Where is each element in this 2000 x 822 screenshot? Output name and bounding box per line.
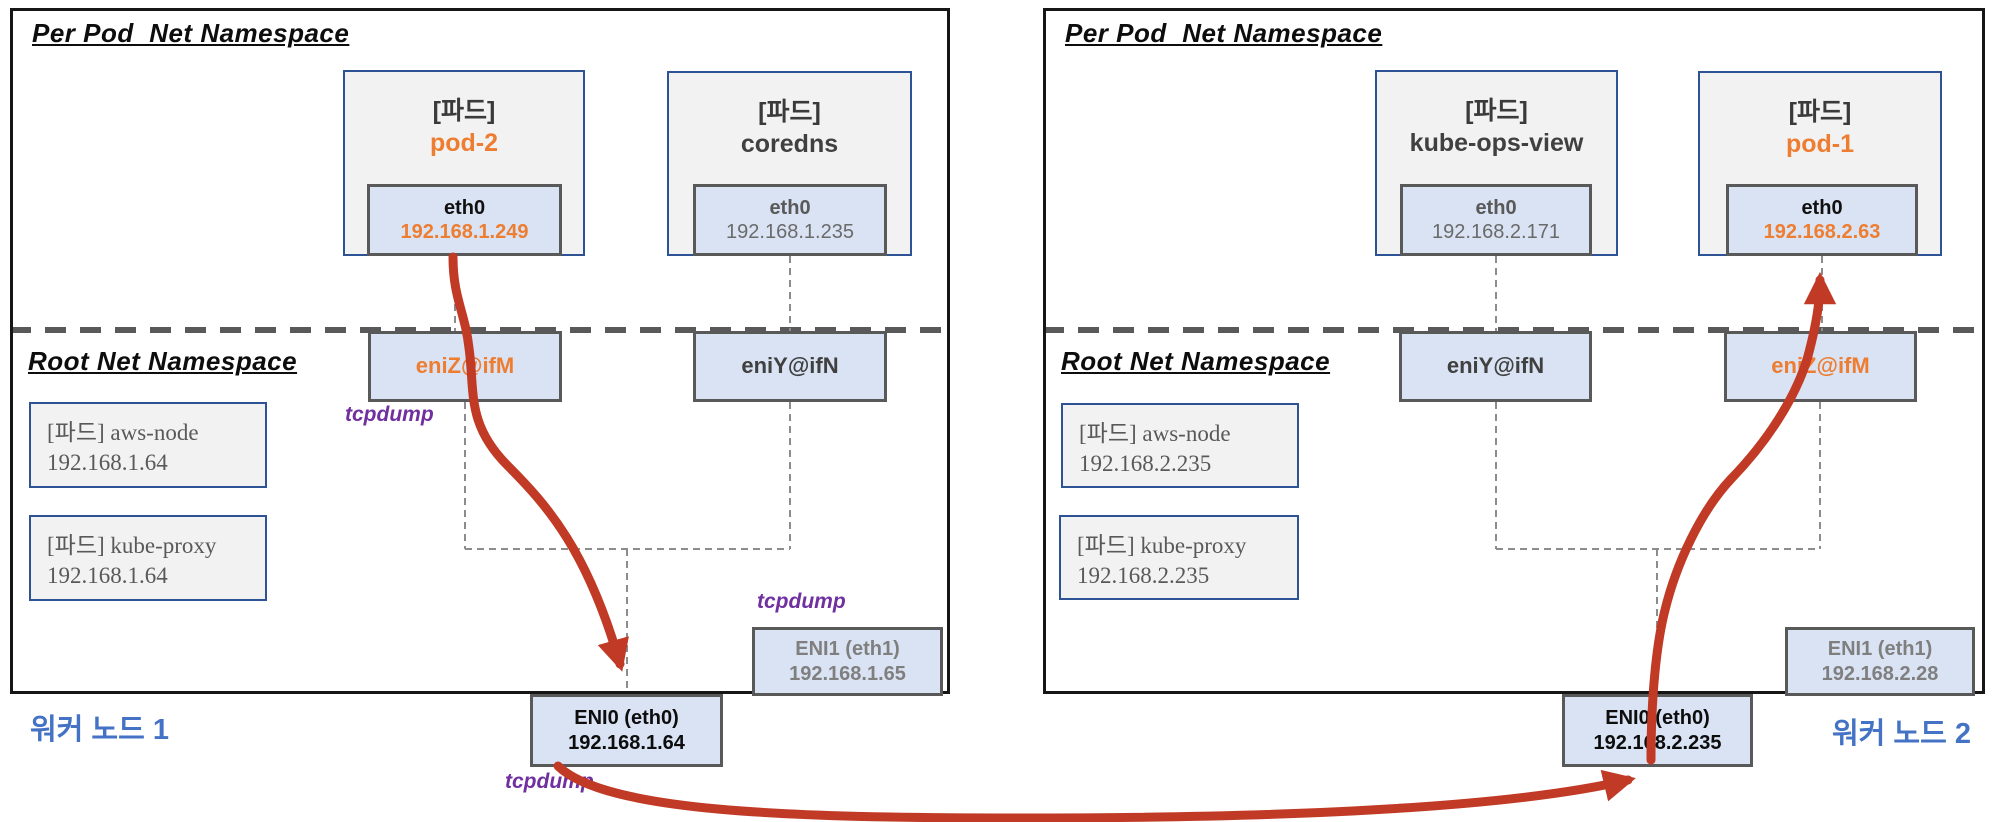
eni1-label-node1: ENI1 (eth1) xyxy=(795,638,900,661)
veth-eniZ-node1-box: eniZ@ifM xyxy=(368,331,562,402)
aws-node-ip-node1: 192.168.1.64 xyxy=(47,449,168,475)
eni0-label-node2: ENI0 (eth0) xyxy=(1605,707,1710,730)
pod1-eth0-box: eth0 192.168.2.63 xyxy=(1726,184,1918,256)
coredns-tag: [파드] xyxy=(758,98,821,126)
eni1-ip-node1: 192.168.1.65 xyxy=(789,662,906,685)
per-pod-namespace-title-node2: Per Pod Net Namespace xyxy=(1065,18,1383,48)
eni0-box-node1: ENI0 (eth0) 192.168.1.64 xyxy=(530,694,723,767)
pod2-eth0-label: eth0 xyxy=(443,196,486,219)
kube-ops-view-name: kube-ops-view xyxy=(1409,129,1584,158)
coredns-eth0-box: eth0 192.168.1.235 xyxy=(693,184,887,256)
pod1-name: pod-1 xyxy=(1785,130,1855,159)
traffic-path-eni0-node1-to-eni0-node2 xyxy=(553,761,1636,822)
tcpdump-label-eni0-node1: tcpdump xyxy=(505,770,594,793)
root-namespace-title-node1: Root Net Namespace xyxy=(28,346,298,376)
kube-proxy-name-node2: [파드] kube-proxy xyxy=(1077,533,1247,558)
coredns-eth0-label: eth0 xyxy=(769,196,811,219)
aws-node-name-node2: [파드] aws-node xyxy=(1079,421,1231,446)
pod2-name: pod-2 xyxy=(429,129,499,158)
kube-ops-view-eth0-ip: 192.168.2.171 xyxy=(1432,221,1560,243)
pod2-eth0-box: eth0 192.168.1.249 xyxy=(367,184,562,256)
eni0-box-node2: ENI0 (eth0) 192.168.2.235 xyxy=(1562,694,1753,767)
pod1-eth0-ip: 192.168.2.63 xyxy=(1763,221,1881,243)
eni1-label-node2: ENI1 (eth1) xyxy=(1827,638,1933,661)
kube-ops-view-tag: [파드] xyxy=(1465,97,1528,125)
veth-eniZ-node2-label: eniZ@ifM xyxy=(1771,353,1870,379)
kube-proxy-ip-node2: 192.168.2.235 xyxy=(1077,562,1210,588)
pod1-tag: [파드] xyxy=(1788,98,1852,126)
per-pod-namespace-title-node1: Per Pod Net Namespace xyxy=(32,18,350,48)
eni0-ip-node1: 192.168.1.64 xyxy=(568,731,685,754)
eni0-ip-node2: 192.168.2.235 xyxy=(1593,731,1722,754)
tcpdump-label-veth-node1: tcpdump xyxy=(345,403,434,426)
coredns-eth0-ip: 192.168.1.235 xyxy=(726,221,854,243)
kube-proxy-ip-node1: 192.168.1.64 xyxy=(47,562,168,588)
kube-proxy-name-node1: [파드] kube-proxy xyxy=(47,533,217,558)
veth-eniY-node2-box: eniY@ifN xyxy=(1399,331,1592,402)
eni1-ip-node2: 192.168.2.28 xyxy=(1821,662,1939,685)
veth-eniZ-node1-label: eniZ@ifM xyxy=(415,353,515,379)
veth-eniY-node1-label: eniY@ifN xyxy=(741,353,839,379)
kube-proxy-box-node2: [파드] kube-proxy 192.168.2.235 xyxy=(1059,515,1299,600)
kube-ops-view-eth0-box: eth0 192.168.2.171 xyxy=(1400,184,1592,256)
pod2-eth0-ip: 192.168.1.249 xyxy=(400,221,529,243)
root-namespace-title-node2: Root Net Namespace xyxy=(1061,346,1331,376)
pod1-eth0-label: eth0 xyxy=(1801,196,1843,219)
veth-eniY-node2-label: eniY@ifN xyxy=(1446,353,1545,379)
aws-node-box-node2: [파드] aws-node 192.168.2.235 xyxy=(1061,403,1299,488)
veth-eniZ-node2-box: eniZ@ifM xyxy=(1724,331,1917,402)
coredns-name: coredns xyxy=(740,130,839,159)
aws-node-name-node1: [파드] aws-node xyxy=(47,420,199,445)
kube-proxy-box-node1: [파드] kube-proxy 192.168.1.64 xyxy=(29,515,267,601)
veth-eniY-node1-box: eniY@ifN xyxy=(693,331,887,402)
worker-node-2-box xyxy=(1043,8,1985,694)
aws-node-box-node1: [파드] aws-node 192.168.1.64 xyxy=(29,402,267,488)
tcpdump-label-eni1-node1: tcpdump xyxy=(757,590,846,613)
kube-ops-view-eth0-label: eth0 xyxy=(1475,196,1517,219)
worker-node-1-label: 워커 노드 1 xyxy=(30,714,169,746)
pod2-tag: [파드] xyxy=(432,97,496,125)
eni1-box-node1: ENI1 (eth1) 192.168.1.65 xyxy=(752,627,943,696)
eni0-label-node1: ENI0 (eth0) xyxy=(574,707,679,730)
aws-node-ip-node2: 192.168.2.235 xyxy=(1079,450,1212,476)
worker-node-1-box xyxy=(10,8,950,694)
eni1-box-node2: ENI1 (eth1) 192.168.2.28 xyxy=(1785,627,1975,696)
worker-node-2-label: 워커 노드 2 xyxy=(1832,718,1971,750)
